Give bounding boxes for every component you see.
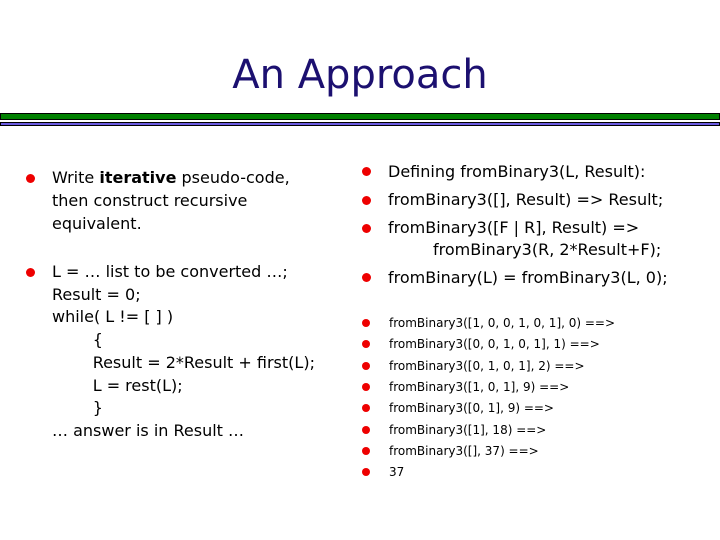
bullet-icon — [26, 268, 35, 277]
trace-item: fromBinary3([1], 18) ==> — [389, 422, 547, 437]
code-line: Result = 0; — [52, 284, 141, 304]
right-item-4: fromBinary(L) = fromBinary3(L, 0); — [388, 268, 668, 287]
code-line: L = rest(L); — [52, 375, 183, 395]
bullet-icon — [362, 196, 371, 205]
text: then construct recursive — [52, 191, 248, 210]
text: pseudo-code, — [176, 168, 290, 187]
trace-item: fromBinary3([1, 0, 0, 1, 0, 1], 0) ==> — [389, 316, 616, 330]
code-line: } — [52, 398, 103, 418]
right-item-3-cont: fromBinary3(R, 2*Result+F); — [433, 240, 662, 259]
code-line: while( L != [ ] ) — [52, 307, 174, 327]
bullet-icon — [362, 446, 370, 455]
right-item-2: fromBinary3([], Result) => Result; — [388, 190, 664, 209]
bullet-icon — [362, 468, 370, 477]
trace-item: 37 — [389, 465, 405, 480]
bullet-icon — [362, 382, 370, 391]
left-bullet-1: Write iterative pseudo-code, then constru… — [52, 166, 290, 235]
bullet-icon — [362, 361, 370, 370]
trace-item: fromBinary3([0, 0, 1, 0, 1], 1) ==> — [389, 337, 600, 352]
right-item-3: fromBinary3([F | R], Result) => — [388, 218, 640, 237]
bullet-icon — [362, 404, 370, 413]
right-item-1: Defining fromBinary3(L, Result): — [388, 162, 646, 181]
emphasis: iterative — [99, 168, 177, 187]
trace-item: fromBinary3([0, 1, 0, 1], 2) ==> — [389, 358, 585, 373]
purple-divider — [0, 122, 720, 126]
bullet-icon — [362, 340, 370, 349]
code-line: … answer is in Result … — [52, 420, 245, 440]
trace-item: fromBinary3([0, 1], 9) ==> — [389, 401, 554, 416]
text: Write — [52, 168, 100, 187]
bullet-icon — [362, 167, 371, 176]
bullet-icon — [362, 425, 370, 434]
trace-item: fromBinary3([1, 0, 1], 9) ==> — [389, 379, 570, 394]
green-divider — [0, 113, 720, 120]
code-line: { — [52, 330, 103, 350]
bullet-icon — [362, 224, 371, 233]
bullet-icon — [362, 319, 370, 327]
text: equivalent. — [52, 214, 142, 233]
code-line: Result = 2*Result + first(L); — [52, 352, 315, 372]
left-bullet-2-code: L = … list to be converted …; Result = 0;… — [52, 261, 315, 443]
slide-title: An Approach — [232, 52, 488, 98]
bullet-icon — [26, 174, 35, 183]
trace-item: fromBinary3([], 37) ==> — [389, 443, 539, 458]
bullet-icon — [362, 273, 371, 282]
code-line: L = … list to be converted …; — [52, 262, 288, 281]
